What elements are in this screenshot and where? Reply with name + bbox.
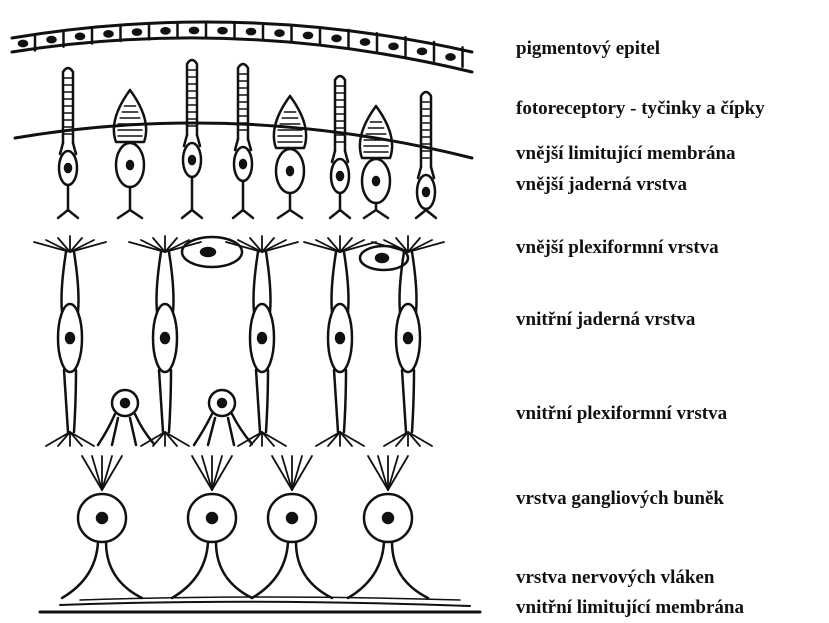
bipolar-cell <box>304 236 376 446</box>
ganglion-cell <box>62 456 142 598</box>
pigment-cell <box>190 23 206 38</box>
rod-cell <box>58 68 78 218</box>
bipolar-cells <box>34 236 444 446</box>
label-ganglion-cell-layer: vrstva gangliových buněk <box>516 488 724 510</box>
pigment-cell <box>247 24 263 40</box>
rod-cell <box>416 92 436 218</box>
rod-cell <box>182 60 202 218</box>
pigment-cell <box>219 23 235 38</box>
label-pigment-epithelium: pigmentový epitel <box>516 38 660 60</box>
cone-cell <box>114 90 146 218</box>
amacrine-cells <box>98 390 252 445</box>
bipolar-cell <box>34 236 106 446</box>
rod-cell <box>233 64 253 218</box>
pigment-cell <box>162 24 178 39</box>
pigment-cell <box>304 27 320 43</box>
label-outer-nuclear-layer: vnější jaderná vrstva <box>516 174 687 196</box>
label-outer-plexiform-layer: vnější plexiformní vrstva <box>516 237 719 259</box>
ganglion-cell <box>252 456 332 598</box>
bipolar-cell <box>372 236 444 446</box>
rod-cell <box>330 76 350 218</box>
label-inner-plexiform-layer: vnitřní plexiformní vrstva <box>516 403 727 425</box>
bipolar-cell <box>226 236 298 446</box>
pigment-cell <box>276 25 292 41</box>
cone-cell <box>274 96 306 218</box>
pigment-cell <box>133 25 149 39</box>
pigment-cell <box>333 30 349 47</box>
bipolar-cell <box>129 236 201 446</box>
label-nerve-fiber-layer: vrstva nervových vláken <box>516 567 714 589</box>
label-outer-limiting-membrane: vnější limitující membrána <box>516 143 736 165</box>
ganglion-cells <box>62 456 428 598</box>
inner-limiting-membrane-lines <box>40 597 480 612</box>
outer-limiting-membrane-line <box>15 123 472 158</box>
cone-cell <box>360 106 392 218</box>
pigment-cell <box>361 33 377 51</box>
label-inner-nuclear-layer: vnitřní jaderná vrstva <box>516 309 695 331</box>
label-inner-limiting-membrane: vnitřní limitující membrána <box>516 597 744 619</box>
label-photoreceptors: fotoreceptory - tyčinky a čípky <box>516 98 765 120</box>
ganglion-cell <box>172 456 252 598</box>
ganglion-cell <box>348 456 428 598</box>
retina-illustration <box>0 0 500 623</box>
